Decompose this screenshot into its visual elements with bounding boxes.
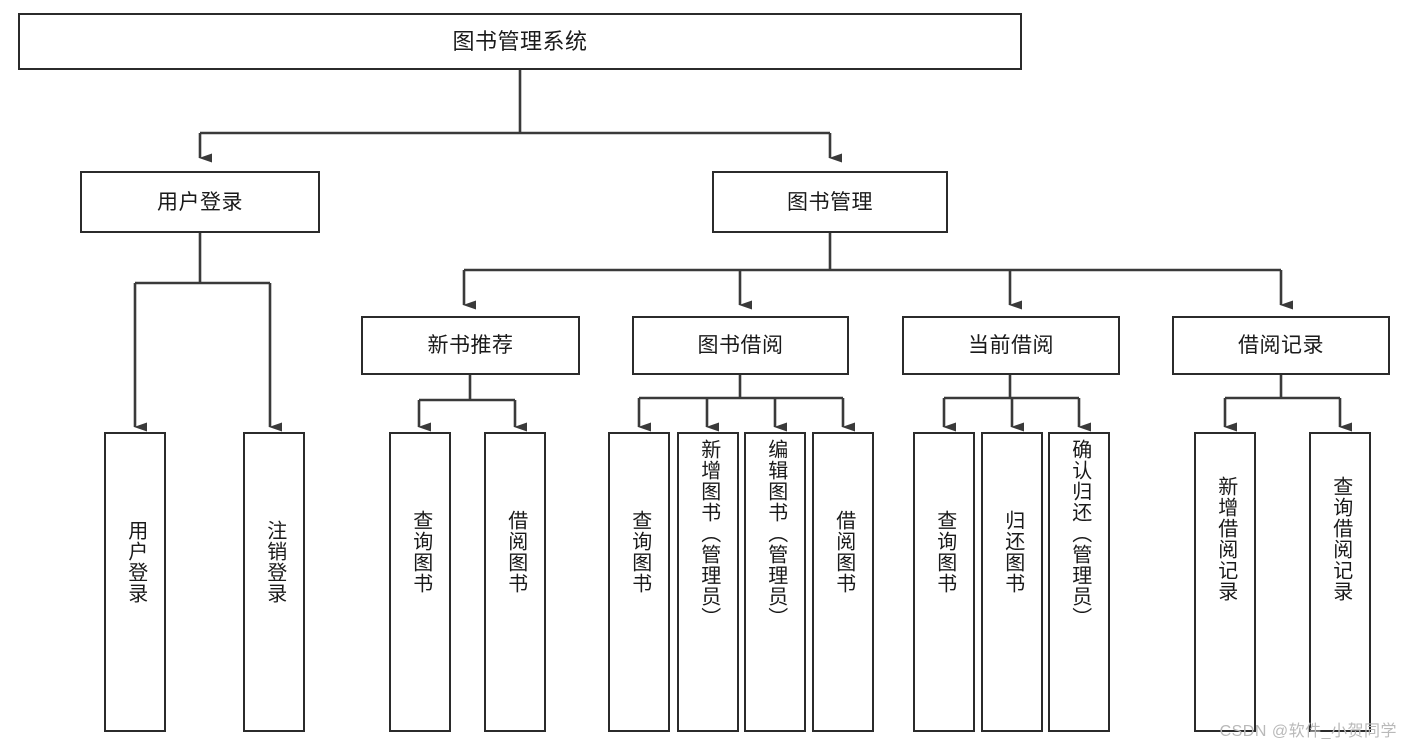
node-borrow-record-label: 借阅记录 <box>1238 334 1324 357</box>
node-new-book-rec-label: 新书推荐 <box>427 334 514 357</box>
node-leaf-user-login-label: 用户登录 <box>124 520 147 604</box>
node-book-borrow[interactable]: 图书借阅 <box>632 316 849 375</box>
node-leaf-query-book-3-label: 查询图书 <box>933 510 956 594</box>
node-leaf-confirm-return-label: 确认归还（管理员） <box>1068 439 1091 628</box>
node-root-label: 图书管理系统 <box>452 28 588 54</box>
node-book-manage[interactable]: 图书管理 <box>712 171 948 233</box>
node-leaf-logout[interactable]: 注销登录 <box>243 432 305 732</box>
node-leaf-add-book[interactable]: 新增图书（管理员） <box>677 432 739 732</box>
node-leaf-borrow-book-2-label: 借阅图书 <box>832 510 855 594</box>
node-leaf-query-book-1-label: 查询图书 <box>409 510 432 594</box>
node-leaf-return-book-label: 归还图书 <box>1001 510 1024 594</box>
node-user-login-label: 用户登录 <box>157 190 243 214</box>
node-leaf-borrow-book-2[interactable]: 借阅图书 <box>812 432 874 732</box>
watermark: CSDN @软件_小贺同学 <box>1219 723 1397 740</box>
node-leaf-query-record-label: 查询借阅记录 <box>1329 476 1352 602</box>
node-current-borrow-label: 当前借阅 <box>968 334 1054 357</box>
node-leaf-query-book-2-label: 查询图书 <box>628 510 651 594</box>
node-current-borrow[interactable]: 当前借阅 <box>902 316 1120 375</box>
node-leaf-query-book-1[interactable]: 查询图书 <box>389 432 451 732</box>
node-new-book-rec[interactable]: 新书推荐 <box>361 316 580 375</box>
node-leaf-add-record-label: 新增借阅记录 <box>1214 476 1237 602</box>
node-book-manage-label: 图书管理 <box>787 190 873 214</box>
node-leaf-confirm-return[interactable]: 确认归还（管理员） <box>1048 432 1110 732</box>
node-leaf-user-login[interactable]: 用户登录 <box>104 432 166 732</box>
node-leaf-query-book-2[interactable]: 查询图书 <box>608 432 670 732</box>
node-user-login[interactable]: 用户登录 <box>80 171 320 233</box>
node-leaf-logout-label: 注销登录 <box>263 520 286 604</box>
node-borrow-record[interactable]: 借阅记录 <box>1172 316 1390 375</box>
node-leaf-borrow-book-1[interactable]: 借阅图书 <box>484 432 546 732</box>
node-book-borrow-label: 图书借阅 <box>697 334 784 357</box>
node-leaf-add-book-label: 新增图书（管理员） <box>697 439 720 628</box>
node-leaf-return-book[interactable]: 归还图书 <box>981 432 1043 732</box>
node-leaf-edit-book-label: 编辑图书（管理员） <box>764 439 787 628</box>
node-leaf-borrow-book-1-label: 借阅图书 <box>504 510 527 594</box>
node-leaf-query-record[interactable]: 查询借阅记录 <box>1309 432 1371 732</box>
node-leaf-edit-book[interactable]: 编辑图书（管理员） <box>744 432 806 732</box>
node-root[interactable]: 图书管理系统 <box>18 13 1022 70</box>
node-leaf-add-record[interactable]: 新增借阅记录 <box>1194 432 1256 732</box>
node-leaf-query-book-3[interactable]: 查询图书 <box>913 432 975 732</box>
